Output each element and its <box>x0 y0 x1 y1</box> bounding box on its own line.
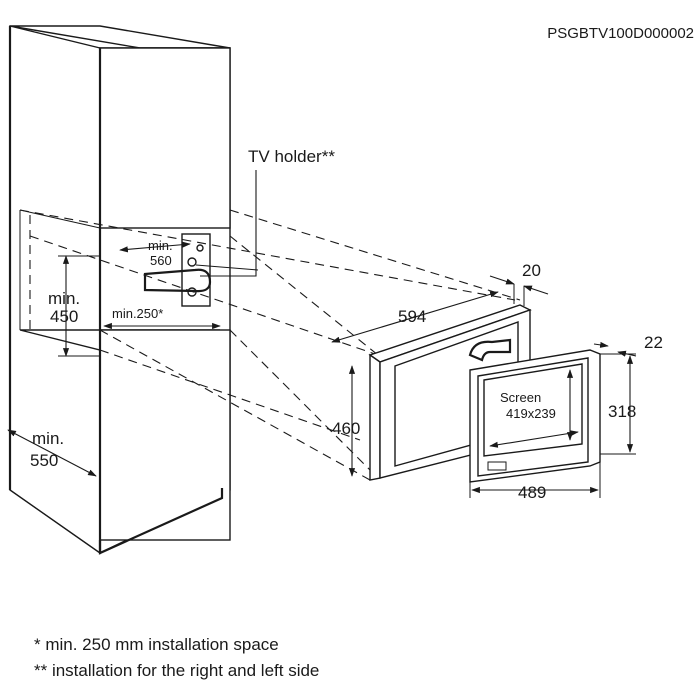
tv-width-label: 489 <box>518 483 546 502</box>
footnote-installation-space: * min. 250 mm installation space <box>34 635 279 654</box>
min550-dim-line <box>7 429 97 477</box>
lower-door <box>99 329 231 541</box>
footnotes: * min. 250 mm installation space ** inst… <box>34 632 319 684</box>
upper-door <box>99 47 231 229</box>
product-code: PSGBTV100D000002 <box>547 25 694 42</box>
screen-label-a: Screen <box>500 390 541 405</box>
screen-area <box>483 363 583 457</box>
tv-holder-label: TV holder** <box>248 147 335 166</box>
tv-height-label: 318 <box>608 402 636 421</box>
min450-label-b: 450 <box>50 307 78 326</box>
depth-label: 594 <box>398 307 426 326</box>
height-label: 460 <box>332 419 360 438</box>
min250-label: min.250* <box>112 306 163 321</box>
tv-depth-label: 22 <box>644 333 663 352</box>
screen-label-b: 419x239 <box>506 406 556 421</box>
min560-label-b: 560 <box>150 253 172 268</box>
frame-depth-label: 20 <box>522 261 541 280</box>
footnote-installation-side: ** installation for the right and left s… <box>34 661 320 680</box>
niche-back-edge <box>19 209 101 229</box>
cabinet <box>8 25 231 555</box>
min450-label-a: min. <box>48 289 80 308</box>
min550-label-b: 550 <box>30 451 58 470</box>
depth-dim-line <box>331 291 499 343</box>
min550-label-a: min. <box>32 429 64 448</box>
